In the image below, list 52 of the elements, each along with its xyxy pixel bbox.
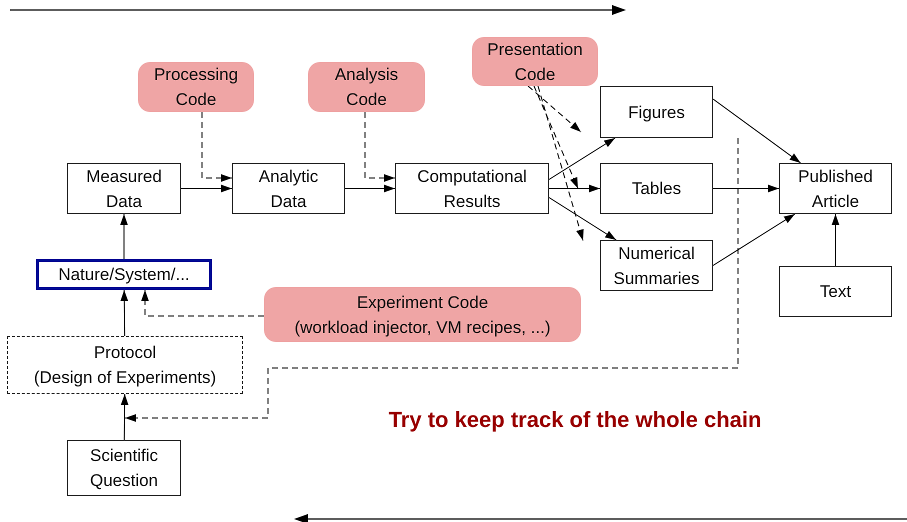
protocol-box xyxy=(7,336,243,394)
system-box xyxy=(36,259,212,290)
arrow xyxy=(120,290,128,336)
node-label: Processing Code xyxy=(152,64,240,111)
arrow xyxy=(180,184,232,192)
node-label: Computational Results xyxy=(416,166,528,212)
arrow xyxy=(548,197,617,240)
node-label: Analysis Code xyxy=(334,64,400,111)
process-box xyxy=(600,163,713,214)
node-label: Scientific Question xyxy=(88,445,160,492)
process-box xyxy=(67,163,181,214)
dashed-arrow xyxy=(202,112,232,182)
code-box xyxy=(472,37,598,86)
node-label: Nature/System/... xyxy=(58,264,190,286)
dashed-arrow xyxy=(538,86,584,241)
node-label: Presentation Code xyxy=(486,38,584,86)
node-label: Measured Data xyxy=(85,166,163,212)
node-label: Published Article xyxy=(797,166,874,212)
arrow xyxy=(120,214,128,260)
process-box xyxy=(232,163,345,214)
node-label: Numerical Summaries xyxy=(612,242,700,290)
node-label: Experiment Code xyxy=(356,292,488,314)
code-box xyxy=(264,287,581,342)
node-label: Analytic Data xyxy=(258,166,320,212)
arrow xyxy=(712,214,796,266)
arrow xyxy=(712,184,780,192)
node-label: (workload injector, VM recipes, ...) xyxy=(294,316,551,338)
dashed-arrow xyxy=(534,86,578,189)
code-box xyxy=(308,62,425,112)
process-box xyxy=(67,440,181,496)
arrow xyxy=(712,98,802,164)
node-label: Protocol xyxy=(94,342,156,364)
dashed-arrow xyxy=(141,290,264,316)
node-label: Tables xyxy=(632,178,682,200)
process-box xyxy=(779,266,892,317)
dashed-arrow xyxy=(124,138,738,422)
process-box xyxy=(600,240,713,291)
arrow xyxy=(832,214,840,266)
node-label: Text xyxy=(820,281,852,303)
node-label: Figures xyxy=(628,102,685,124)
note-text: Try to keep track of the whole chain xyxy=(388,407,762,433)
process-box xyxy=(600,86,713,138)
arrow xyxy=(120,394,128,440)
arrow xyxy=(344,184,396,192)
dashed-arrow xyxy=(364,112,396,182)
arrow xyxy=(548,138,616,180)
arrow xyxy=(548,184,600,192)
node-label: (Design of Experiments) xyxy=(34,367,216,389)
code-box xyxy=(138,62,254,112)
process-box xyxy=(395,163,549,214)
dashed-arrow xyxy=(528,86,582,132)
process-box xyxy=(779,163,892,214)
